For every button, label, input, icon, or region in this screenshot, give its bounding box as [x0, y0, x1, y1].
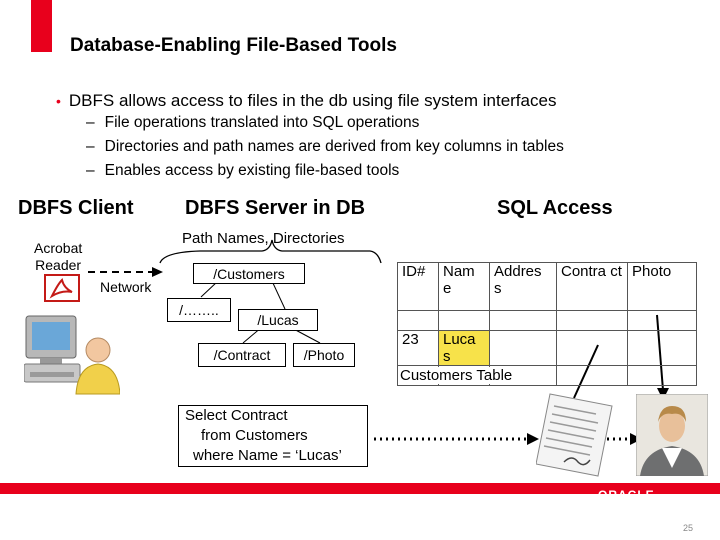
accent-square	[31, 0, 52, 52]
table-row	[397, 310, 697, 331]
main-bullet: • DBFS allows access to files in the db u…	[56, 91, 556, 111]
sub-bullet: –Directories and path names are derived …	[86, 138, 564, 155]
server-header: DBFS Server in DB	[185, 197, 366, 219]
acrobat-label: Acrobat Reader	[34, 240, 82, 274]
table-header-cell: Contra ct	[556, 262, 628, 311]
acrobat-label-line: Reader	[35, 257, 82, 273]
sub-bullet: –File operations translated into SQL ope…	[86, 114, 420, 131]
oracle-logo: ORACLE	[598, 488, 655, 502]
sub-bullet: –Enables access by existing file-based t…	[86, 162, 400, 179]
table-cell-name: Luca s	[438, 330, 490, 366]
client-header: DBFS Client	[18, 197, 134, 219]
computer-user-icon	[24, 315, 120, 395]
photo-icon	[636, 394, 708, 476]
table-header-cell: Addres s	[489, 262, 557, 311]
sql-query-box: Select Contract from Customers where Nam…	[178, 405, 368, 467]
sql-query-line: from Customers	[201, 427, 308, 444]
sub-bullet-text: Directories and path names are derived f…	[104, 138, 564, 155]
node-photo: /Photo	[293, 343, 355, 367]
network-label: Network	[100, 279, 152, 295]
page-number: 25	[683, 523, 694, 533]
sub-bullet-text: File operations translated into SQL oper…	[104, 114, 420, 131]
node-root: /……..	[167, 298, 231, 322]
table-row: 23 Luca s	[397, 330, 697, 366]
path-names-label: Path Names, Directories	[182, 230, 345, 247]
table-header-cell: Nam e	[438, 262, 490, 311]
tree-edge	[271, 280, 286, 310]
dotted-arrow-icon	[527, 433, 539, 445]
acrobat-label-line: Acrobat	[34, 240, 83, 256]
table-header-row: ID# Nam e Addres s Contra ct Photo	[397, 262, 697, 311]
sql-query-line: Select Contract	[185, 407, 288, 424]
sql-query-line: where Name = ‘Lucas’	[193, 447, 342, 464]
table-cell-id: 23	[397, 330, 439, 366]
table-header-cell: ID#	[397, 262, 439, 311]
path-brace	[159, 239, 382, 264]
bullet-dot-icon: •	[56, 93, 61, 109]
main-bullet-text: DBFS allows access to files in the db us…	[68, 91, 557, 110]
document-icon	[536, 393, 613, 477]
slide-title: Database-Enabling File-Based Tools	[70, 35, 397, 56]
sql-header: SQL Access	[497, 197, 613, 219]
table-caption: Customers Table	[398, 367, 515, 384]
node-lucas: /Lucas	[238, 309, 318, 331]
sub-bullet-text: Enables access by existing file-based to…	[104, 162, 400, 179]
table-header-cell: Photo	[627, 262, 697, 311]
node-contract: /Contract	[198, 343, 286, 367]
acrobat-icon	[44, 274, 80, 302]
node-customers: /Customers	[193, 263, 305, 284]
footer-bar	[0, 483, 720, 494]
network-arrow-icon	[152, 267, 163, 277]
